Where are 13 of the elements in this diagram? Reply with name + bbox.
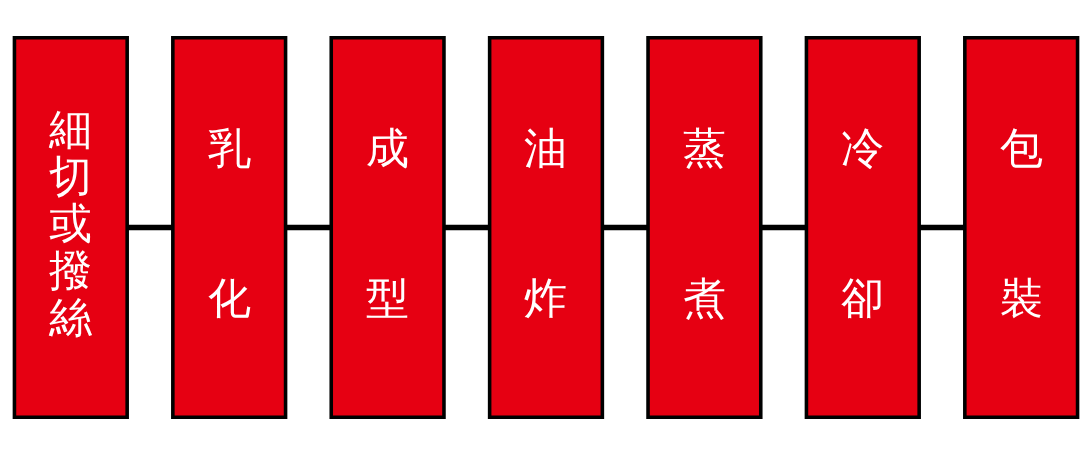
node-box: 冷卻: [804, 35, 921, 420]
connector: [761, 224, 807, 231]
node-box: 包裝: [963, 35, 1080, 420]
node-box: 蒸煮: [646, 35, 763, 420]
connector: [602, 224, 648, 231]
connector: [919, 224, 965, 231]
node-box: 乳化: [171, 35, 288, 420]
node-box: 成型: [329, 35, 446, 420]
connector: [127, 224, 173, 231]
connector: [285, 224, 332, 231]
node-box: 細切或撥絲: [12, 35, 129, 420]
connector: [444, 224, 490, 231]
node-box: 油炸: [487, 35, 605, 420]
